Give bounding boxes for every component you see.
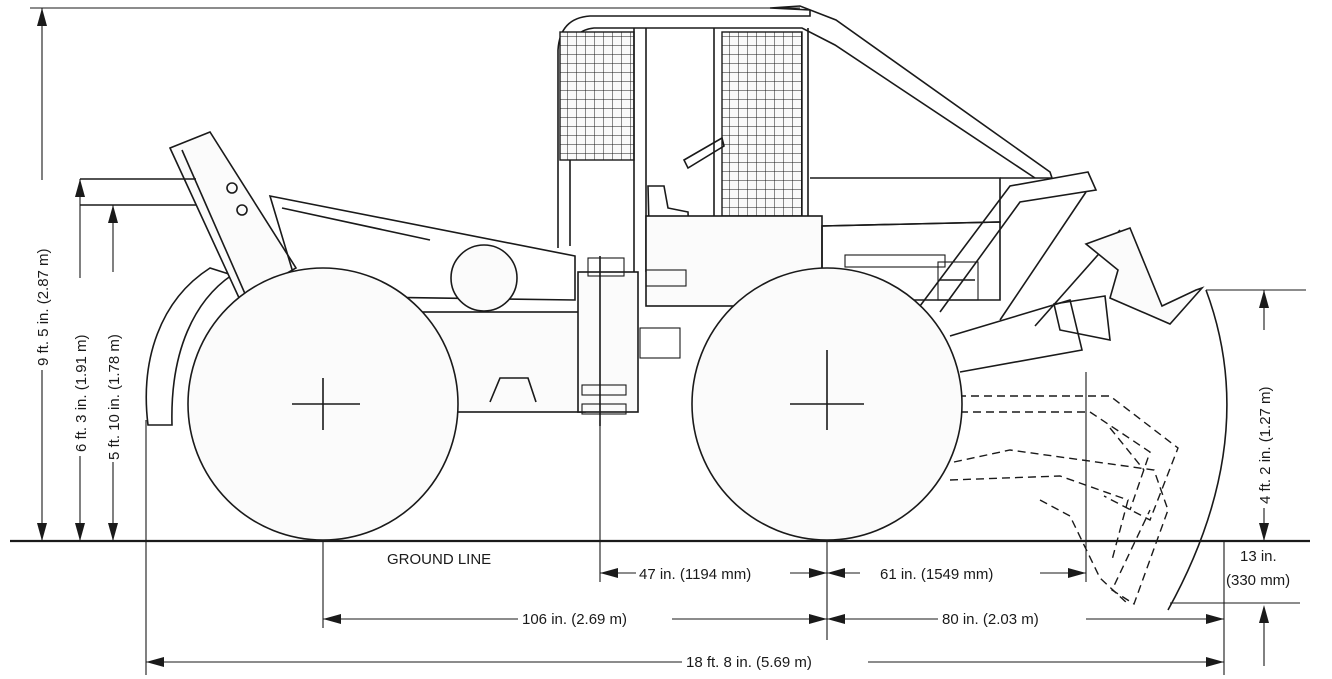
blade-arm-lower (949, 298, 1083, 373)
blade-drop-value: 13 in. (1240, 548, 1277, 565)
rear-wheel (187, 267, 459, 541)
blade-drop-metric: (330 mm) (1226, 572, 1290, 589)
articulation-joint (577, 271, 639, 413)
front-hood (810, 177, 1001, 227)
arch-height-label: 6 ft. 3 in. (1.91 m) (73, 334, 90, 452)
pivot-to-blade-label: 61 in. (1549 mm) (880, 566, 993, 583)
rear-to-pivot-label: 47 in. (1194 mm) (639, 566, 751, 583)
blade-arm-upper (919, 171, 1098, 313)
blade-height-label: 4 ft. 2 in. (1.27 m) (1257, 386, 1274, 504)
front-axle-to-blade-label: 80 in. (2.03 m) (942, 611, 1039, 628)
ground-line-label: GROUND LINE (387, 551, 491, 568)
overall-length-label: 18 ft. 8 in. (5.69 m) (686, 654, 812, 671)
blade-swing-arc (1167, 289, 1228, 611)
cab-side-screen (721, 31, 803, 217)
cab-frame (557, 5, 1054, 248)
overall-height-label: 9 ft. 5 in. (2.87 m) (35, 248, 52, 366)
skidder-vehicle (80, 5, 1228, 611)
dozer-blade-raised (1084, 226, 1205, 325)
wheelbase-label: 106 in. (2.69 m) (522, 611, 627, 628)
rear-hood (268, 194, 576, 301)
dozer-blade-lowered (949, 395, 1179, 606)
front-wheel (691, 267, 963, 541)
dimension-lines (30, 7, 1306, 675)
cab-rear-screen (559, 31, 635, 161)
fairlead-roller-top (226, 182, 238, 194)
fuel-tank (450, 244, 518, 312)
winch-arch (168, 131, 298, 302)
fairlead-roller-bottom (236, 204, 248, 216)
arch-low-height-label: 5 ft. 10 in. (1.78 m) (106, 334, 123, 460)
